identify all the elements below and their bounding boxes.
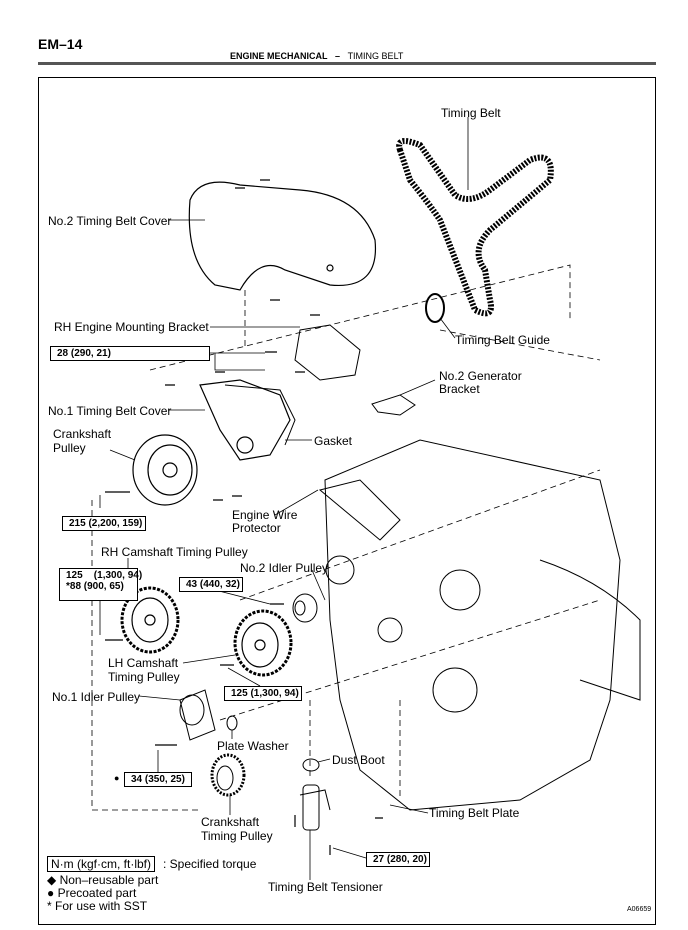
timing-belt <box>396 138 554 317</box>
crankshaft-pulley <box>132 434 198 506</box>
label-crankshaft-pulley-2: Pulley <box>53 441 86 455</box>
label-engine-wire-protector-1: Engine Wire <box>232 508 298 522</box>
label-gasket: Gasket <box>314 434 353 448</box>
rh-engine-mounting-bracket <box>294 324 361 381</box>
label-rh-camshaft-timing-pulley: RH Camshaft Timing Pulley <box>101 545 248 559</box>
label-plate-washer: Plate Washer <box>217 739 289 753</box>
torque-28: 28 (290, 21) <box>50 346 210 361</box>
legend-precoated: ● Precoated part <box>47 886 137 900</box>
precoated-mark: ● <box>114 773 120 783</box>
torque-125-line: 125 (1,300, 94) <box>66 570 143 581</box>
torque-125-88: 125 (1,300, 94)*88 (900, 65) <box>59 568 143 601</box>
lh-camshaft-pulley <box>233 609 293 677</box>
no1-timing-belt-cover <box>199 379 291 461</box>
bolts <box>105 179 383 855</box>
timing-belt-guide-shape <box>425 293 445 323</box>
label-timing-belt-guide: Timing Belt Guide <box>455 333 550 347</box>
label-lh-camshaft-2: Timing Pulley <box>108 670 180 684</box>
label-crankshaft-timing-pulley-1: Crankshaft <box>201 815 260 829</box>
label-no1-timing-belt-cover: No.1 Timing Belt Cover <box>48 404 172 418</box>
torque-215: 215 (2,200, 159) <box>62 516 146 531</box>
section-title: ENGINE MECHANICAL – TIMING BELT <box>230 51 403 61</box>
separator: – <box>335 51 341 61</box>
torque-88-line: *88 (900, 65) <box>66 581 124 592</box>
rh-camshaft-pulley <box>120 586 180 654</box>
label-generator-bracket-1: No.2 Generator <box>439 369 522 383</box>
torque-34: 34 (350, 25) <box>124 772 192 787</box>
legend-sst: * For use with SST <box>47 899 148 913</box>
diagram-frame <box>38 77 656 925</box>
label-timing-belt: Timing Belt <box>441 106 501 120</box>
timing-belt-tensioner <box>299 758 331 831</box>
label-rh-engine-mounting-bracket: RH Engine Mounting Bracket <box>54 320 209 334</box>
crankshaft-timing-pulley <box>210 753 246 797</box>
label-timing-belt-plate: Timing Belt Plate <box>429 806 520 820</box>
torque-43: 43 (440, 32) <box>179 577 243 592</box>
gasket-shape <box>224 384 296 446</box>
page-number: EM–14 <box>38 36 83 52</box>
label-lh-camshaft-1: LH Camshaft <box>108 656 179 670</box>
label-no1-idler-pulley: No.1 Idler Pulley <box>52 690 141 704</box>
figure-code: A06659 <box>627 906 652 913</box>
torque-125: 125 (1,300, 94) <box>224 686 302 701</box>
subsection-name: TIMING BELT <box>347 51 404 61</box>
no2-idler-pulley-shape <box>292 593 318 623</box>
no1-idler-pulley-shape <box>179 689 216 741</box>
label-engine-wire-protector-2: Protector <box>232 521 281 535</box>
header-rule <box>38 62 656 65</box>
label-no2-idler-pulley: No.2 Idler Pulley <box>240 561 329 575</box>
label-timing-belt-tensioner: Timing Belt Tensioner <box>268 880 383 894</box>
section-name: ENGINE MECHANICAL <box>230 51 328 61</box>
label-crankshaft-timing-pulley-2: Timing Pulley <box>201 829 273 843</box>
legend-torque-desc: : Specified torque <box>163 857 257 871</box>
leader-lines <box>99 117 469 880</box>
plate-washer-shape <box>226 715 238 731</box>
generator-bracket <box>371 394 416 416</box>
legend-non-reusable: ◆ Non–reusable part <box>47 873 159 887</box>
no2-timing-belt-cover <box>188 181 377 291</box>
label-no2-timing-belt-cover: No.2 Timing Belt Cover <box>48 214 172 228</box>
label-dust-boot: Dust Boot <box>332 753 385 767</box>
engine-block <box>318 439 641 811</box>
label-generator-bracket-2: Bracket <box>439 382 480 396</box>
legend-torque-unit: N·m (kgf·cm, ft·lbf) <box>47 856 155 872</box>
torque-27: 27 (280, 20) <box>366 852 430 867</box>
label-crankshaft-pulley-1: Crankshaft <box>53 427 112 441</box>
guide-lines <box>91 264 601 811</box>
